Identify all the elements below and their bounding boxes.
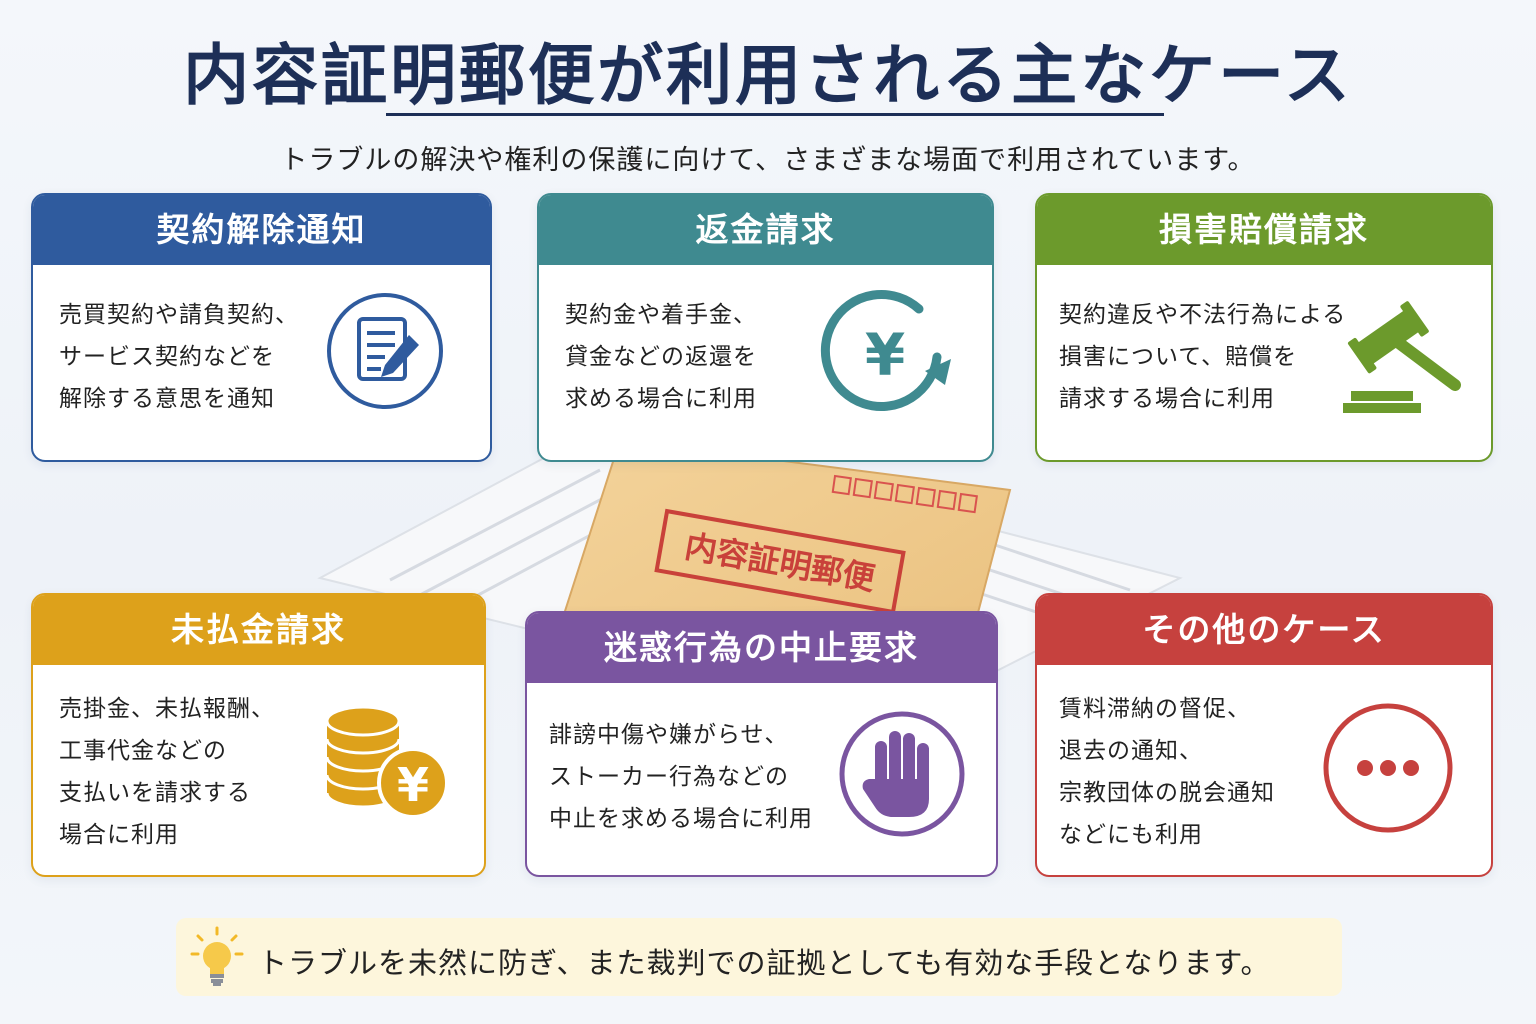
coins-yen-icon: ¥ <box>325 705 449 819</box>
card-text-line: 売掛金、未払報酬、 <box>59 696 275 722</box>
card-text-line: 貸金などの返還を <box>565 344 757 370</box>
tip-banner: トラブルを未然に防ぎ、また裁判での証拠としても有効な手段となります。 <box>176 918 1342 996</box>
card-title: 未払金請求 <box>33 595 484 665</box>
card-text-line: などにも利用 <box>1059 822 1203 848</box>
lightbulb-icon <box>190 926 244 986</box>
card-text-line: 支払いを請求する <box>59 780 251 806</box>
page-subtitle: トラブルの解決や権利の保護に向けて、さまざまな場面で利用されています。 <box>280 145 1256 176</box>
card-text-line: 場合に利用 <box>59 822 179 848</box>
card-text-line: 誹謗中傷や嫌がらせ、 <box>549 722 789 748</box>
card-text-line: 賃料滞納の督促、 <box>1059 696 1251 722</box>
card-text-line: 中止を求める場合に利用 <box>549 806 813 832</box>
card-title: その他のケース <box>1037 595 1491 665</box>
more-dots-icon <box>1323 703 1453 833</box>
card-title: 返金請求 <box>539 195 992 265</box>
card-text-line: 売買契約や請負契約、 <box>59 302 299 328</box>
card-title: 迷惑行為の中止要求 <box>527 613 996 683</box>
document-pen-icon <box>327 293 443 409</box>
stop-hand-icon <box>839 711 965 837</box>
gavel-icon <box>1343 301 1461 413</box>
card-text-line: 損害について、賠償を <box>1059 344 1298 370</box>
card-text-line: ストーカー行為などの <box>549 764 789 790</box>
tip-text: トラブルを未然に防ぎ、また裁判での証拠としても有効な手段となります。 <box>258 946 1271 980</box>
svg-text:¥: ¥ <box>865 321 905 389</box>
case-card-other: その他のケース 賃料滞納の督促、 退去の通知、 宗教団体の脱会通知 などにも利用 <box>1035 593 1493 877</box>
card-text-line: 退去の通知、 <box>1059 738 1203 764</box>
case-card-refund: 返金請求 契約金や着手金、 貸金などの返還を 求める場合に利用 ¥ <box>537 193 994 462</box>
card-text-line: サービス契約などを <box>59 344 275 370</box>
case-card-damages: 損害賠償請求 契約違反や不法行為による 損害について、賠償を 請求する場合に利用 <box>1035 193 1493 462</box>
case-card-contract-cancel: 契約解除通知 売買契約や請負契約、 サービス契約などを 解除する意思を通知 <box>31 193 492 462</box>
card-text-line: 契約違反や不法行為による <box>1059 302 1347 328</box>
card-text-line: 求める場合に利用 <box>565 386 757 412</box>
card-text-line: 請求する場合に利用 <box>1059 386 1275 412</box>
card-text-line: 契約金や着手金、 <box>565 302 757 328</box>
case-card-unpaid: 未払金請求 売掛金、未払報酬、 工事代金などの 支払いを請求する 場合に利用 ¥ <box>31 593 486 877</box>
card-title: 損害賠償請求 <box>1037 195 1491 265</box>
page-title: 内容証明郵便が利用される主なケース <box>183 37 1353 114</box>
yen-return-icon: ¥ <box>820 290 951 411</box>
card-text-line: 工事代金などの <box>59 738 227 764</box>
title-underline <box>386 113 1164 116</box>
case-card-harassment-stop: 迷惑行為の中止要求 誹謗中傷や嫌がらせ、 ストーカー行為などの 中止を求める場合… <box>525 611 998 877</box>
card-title: 契約解除通知 <box>33 195 490 265</box>
card-text-line: 宗教団体の脱会通知 <box>1059 780 1275 806</box>
svg-text:¥: ¥ <box>397 758 429 812</box>
card-text-line: 解除する意思を通知 <box>59 386 275 412</box>
